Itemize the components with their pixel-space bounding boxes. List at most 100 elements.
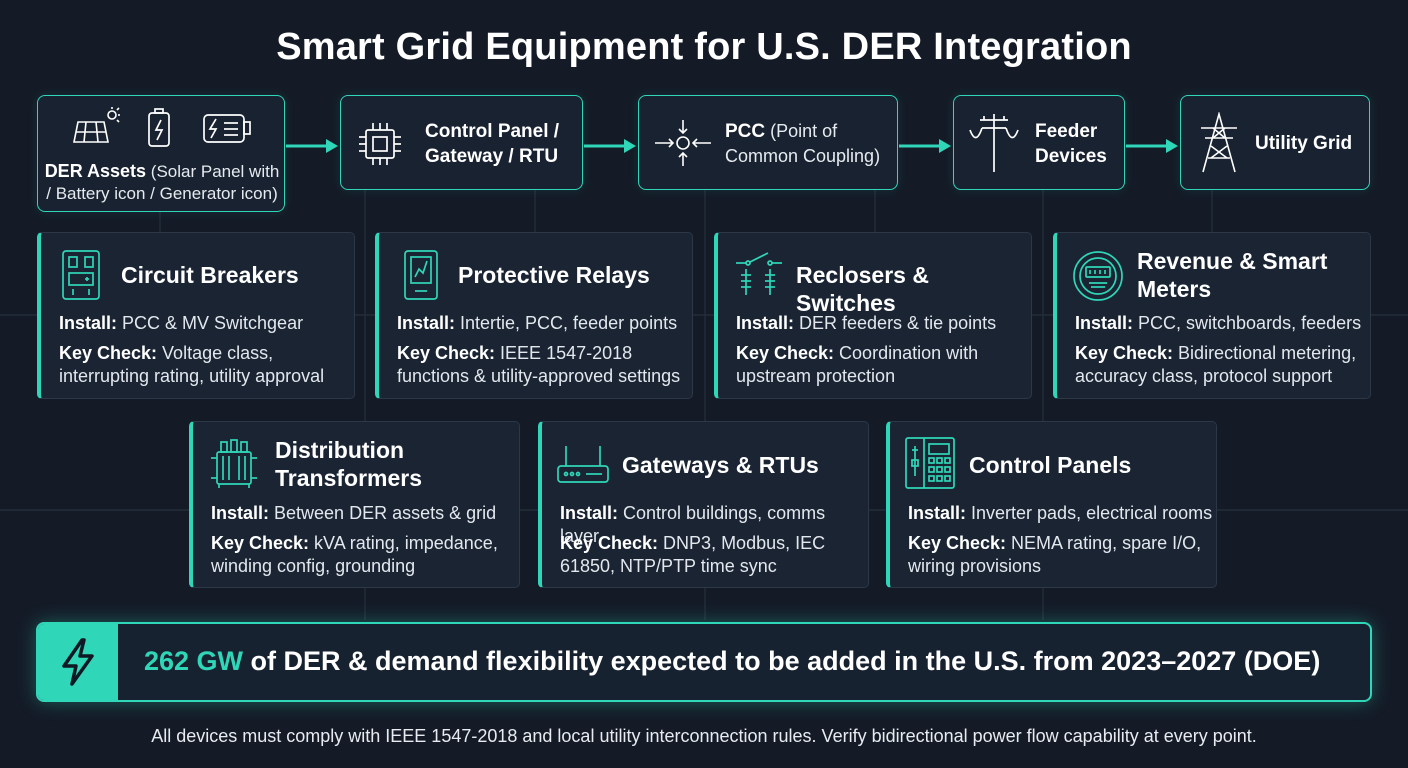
card-title-line-2: Transformers	[275, 465, 423, 491]
install-line: Install: Inverter pads, electrical rooms	[908, 502, 1212, 525]
key-check-label: Key Check:	[1075, 343, 1174, 363]
feeder-devices-label: Feeder Devices	[1035, 119, 1107, 169]
install-label: Install:	[397, 313, 456, 333]
flow-arrow-2	[584, 139, 636, 153]
install-value: Inverter pads, electrical rooms	[966, 503, 1213, 523]
key-check-line: Key Check: kVA rating, impedance,	[211, 532, 498, 555]
breaker-icon	[62, 250, 100, 300]
card-title: Protective Relays	[458, 262, 650, 288]
card-reclosers-switches: Reclosers & Switches Install: DER feeder…	[714, 232, 1032, 399]
key-check-label: Key Check:	[560, 533, 659, 553]
generator-icon	[203, 114, 251, 143]
key-check-label: Key Check:	[908, 533, 1007, 553]
key-check-line: Key Check: IEEE 1547-2018	[397, 342, 632, 365]
key-check-label: Key Check:	[211, 533, 310, 553]
install-label: Install:	[560, 503, 619, 523]
card-protective-relays: Protective Relays Install: Intertie, PCC…	[375, 232, 693, 399]
key-check-value: NEMA rating, spare I/O,	[1006, 533, 1202, 553]
lightning-icon	[62, 638, 94, 686]
card-title: Control Panels	[969, 452, 1132, 478]
flow-utility-grid: Utility Grid	[1180, 95, 1370, 190]
install-line: Install: DER feeders & tie points	[736, 312, 996, 335]
install-value: Between DER assets & grid	[269, 503, 497, 523]
feeder-line-1: Feeder	[1035, 121, 1098, 142]
page-title: Smart Grid Equipment for U.S. DER Integr…	[276, 26, 1132, 68]
card-circuit-breakers: Circuit Breakers Install: PCC & MV Switc…	[37, 232, 355, 399]
flow-der-assets: DER Assets (Solar Panel with / Battery i…	[37, 95, 285, 212]
install-label: Install:	[1075, 313, 1134, 333]
install-line: Install: Between DER assets & grid	[211, 502, 496, 525]
card-title-line-1: Revenue & Smart	[1137, 248, 1328, 274]
control-panel-line-2: Gateway / RTU	[425, 146, 559, 167]
install-line: Install: PCC, switchboards, feeders	[1075, 312, 1361, 335]
banner-icon-box	[38, 624, 118, 700]
flow-arrow-3	[899, 139, 951, 153]
chip-icon	[359, 123, 401, 165]
key-check-line: Key Check: Voltage class,	[59, 342, 273, 365]
key-check-line: Key Check: Bidirectional metering,	[1075, 342, 1356, 365]
router-icon	[557, 446, 609, 483]
key-check-label: Key Check:	[59, 343, 158, 363]
utility-pole-icon	[969, 114, 1019, 172]
banner-highlight: 262 GW	[144, 646, 244, 676]
install-line: Install: Intertie, PCC, feeder points	[397, 312, 677, 335]
utility-grid-label: Utility Grid	[1255, 131, 1352, 156]
flow-control-panel: Control Panel / Gateway / RTU	[340, 95, 583, 190]
pcc-label: PCC (Point of Common Coupling)	[725, 119, 880, 169]
install-value: Control buildings, comms layer	[560, 503, 826, 546]
key-check-line-2: interrupting rating, utility approval	[59, 366, 325, 386]
der-assets-label: DER Assets (Solar Panel with / Battery i…	[38, 160, 286, 205]
card-control-panels: Control Panels Install: Inverter pads, e…	[886, 421, 1217, 588]
control-panel-label: Control Panel / Gateway / RTU	[425, 119, 559, 169]
footnote: All devices must comply with IEEE 1547-2…	[151, 726, 1257, 746]
key-check-value: Bidirectional metering,	[1173, 343, 1357, 363]
key-check-line-2: functions & utility-approved settings	[397, 366, 681, 386]
meter-icon	[1073, 251, 1123, 301]
transmission-tower-icon	[1201, 112, 1237, 173]
card-title: Revenue & Smart Meters	[1137, 247, 1327, 303]
install-value: Intertie, PCC, feeder points	[455, 313, 678, 333]
banner-text: 262 GW of DER & demand flexibility expec…	[144, 646, 1320, 677]
key-check-value: IEEE 1547-2018	[495, 343, 633, 363]
card-title: Gateways & RTUs	[622, 452, 819, 478]
key-check-label: Key Check:	[736, 343, 835, 363]
key-check-value: Voltage class,	[157, 343, 274, 363]
key-check-value: Coordination with	[834, 343, 979, 363]
install-value: DER feeders & tie points	[794, 313, 997, 333]
battery-icon	[148, 108, 170, 147]
pcc-detail: (Point of	[765, 121, 838, 141]
card-title-line-1: Distribution	[275, 437, 405, 463]
key-check-line: Key Check: DNP3, Modbus, IEC	[560, 532, 825, 555]
key-check-line: Key Check: Coordination with	[736, 342, 978, 365]
install-label: Install:	[59, 313, 118, 333]
card-distribution-transformers: Distribution Transformers Install: Betwe…	[189, 421, 520, 588]
der-assets-detail-2: / Battery icon / Generator icon)	[46, 184, 278, 203]
key-check-value: DNP3, Modbus, IEC	[658, 533, 826, 553]
banner-message: of DER & demand flexibility expected to …	[243, 646, 1321, 676]
der-assets-bold: DER Assets	[44, 161, 147, 181]
solar-panel-icon	[73, 107, 120, 143]
feeder-line-2: Devices	[1035, 146, 1107, 167]
install-label: Install:	[736, 313, 795, 333]
card-title: Circuit Breakers	[121, 262, 299, 288]
pcc-bold: PCC	[725, 121, 766, 142]
key-check-line-2: upstream protection	[736, 366, 896, 386]
card-gateways-rtus: Gateways & RTUs Install: Control buildin…	[538, 421, 869, 588]
key-check-line: Key Check: NEMA rating, spare I/O,	[908, 532, 1201, 555]
pcc-detail-2: Common Coupling)	[725, 146, 881, 166]
install-value: PCC & MV Switchgear	[117, 313, 304, 333]
install-line: Install: PCC & MV Switchgear	[59, 312, 303, 335]
flow-arrow-4	[1126, 139, 1178, 153]
control-panel-icon	[905, 437, 955, 489]
flow-arrow-1	[286, 139, 338, 153]
card-title: Reclosers & Switches	[796, 262, 929, 316]
flow-feeder-devices: Feeder Devices	[953, 95, 1125, 190]
relay-icon	[404, 250, 438, 300]
key-check-line-2: accuracy class, protocol support	[1075, 366, 1333, 386]
install-line: Install: Control buildings, comms layer	[560, 502, 868, 548]
card-title: Distribution Transformers	[275, 436, 422, 492]
key-check-line-2: wiring provisions	[908, 556, 1042, 576]
key-check-value: kVA rating, impedance,	[309, 533, 498, 553]
control-panel-line-1: Control Panel /	[425, 121, 560, 142]
utility-grid-text: Utility Grid	[1255, 133, 1353, 154]
